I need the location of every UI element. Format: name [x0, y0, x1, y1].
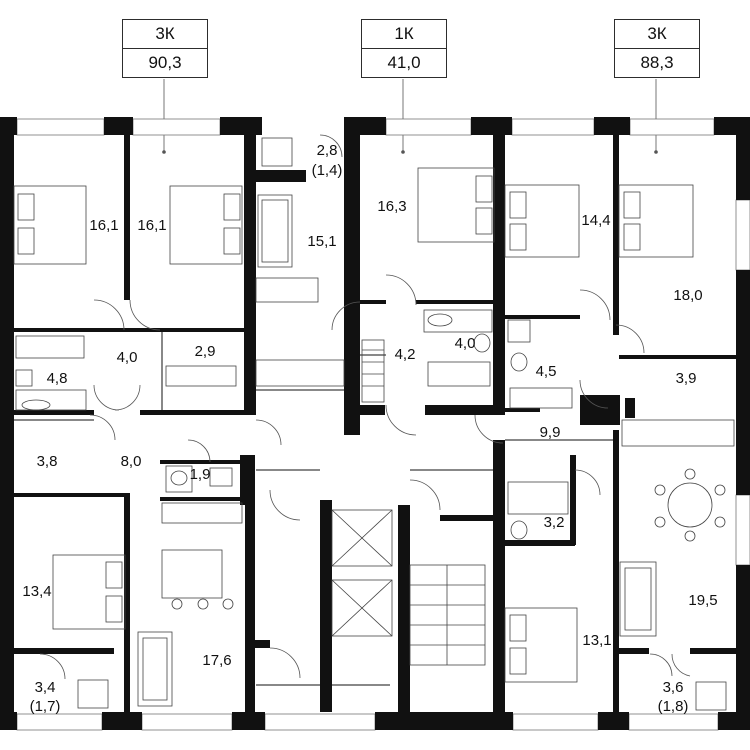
room-area-label: 13,4 [22, 583, 51, 600]
room-area-label: 4,2 [395, 346, 416, 363]
room-labels: 16,1 16,1 2,8 (1,4) 15,1 16,3 14,4 18,0 … [22, 142, 717, 715]
furniture [13, 137, 735, 711]
room-area-label: (1,8) [658, 698, 689, 715]
room-area-label: 17,6 [202, 652, 231, 669]
room-area-label: 3,8 [37, 453, 58, 470]
room-area-label: (1,4) [312, 162, 343, 179]
room-area-label: 15,1 [307, 233, 336, 250]
windows-top [16, 118, 750, 731]
room-area-label: 1,9 [190, 466, 211, 483]
room-area-label: 3,2 [544, 514, 565, 531]
room-area-label: 8,0 [121, 453, 142, 470]
room-area-label: 13,1 [582, 632, 611, 649]
room-area-label: 3,6 [663, 679, 684, 696]
room-area-label: 14,4 [581, 212, 610, 229]
apartment-area: 90,3 [123, 48, 207, 77]
room-area-label: 16,1 [137, 217, 166, 234]
room-area-label: 16,1 [89, 217, 118, 234]
room-area-label: 2,9 [195, 343, 216, 360]
room-area-label: 9,9 [540, 424, 561, 441]
room-area-label: 3,4 [35, 679, 56, 696]
room-area-label: 3,9 [676, 370, 697, 387]
leader-lines [162, 79, 658, 154]
room-area-label: 4,8 [47, 370, 68, 387]
room-area-label: (1,7) [30, 698, 61, 715]
exterior-walls [0, 117, 750, 730]
apartment-area: 88,3 [615, 48, 699, 77]
apartment-type: 3К [155, 24, 175, 43]
room-area-label: 4,5 [536, 363, 557, 380]
room-area-label: 19,5 [688, 592, 717, 609]
room-area-label: 4,0 [455, 335, 476, 352]
apartment-label-middle: 1К 41,0 [361, 19, 447, 78]
room-area-label: 2,8 [317, 142, 338, 159]
apartment-area: 41,0 [362, 48, 446, 77]
room-area-label: 18,0 [673, 287, 702, 304]
thin-partitions [14, 330, 613, 686]
interior-walls [14, 135, 736, 712]
door-swings [39, 134, 691, 680]
room-area-label: 4,0 [117, 349, 138, 366]
apartment-type: 3К [647, 24, 667, 43]
apartment-type: 1К [394, 24, 414, 43]
apartment-label-right: 3К 88,3 [614, 19, 700, 78]
room-area-label: 16,3 [377, 198, 406, 215]
apartment-label-left: 3К 90,3 [122, 19, 208, 78]
